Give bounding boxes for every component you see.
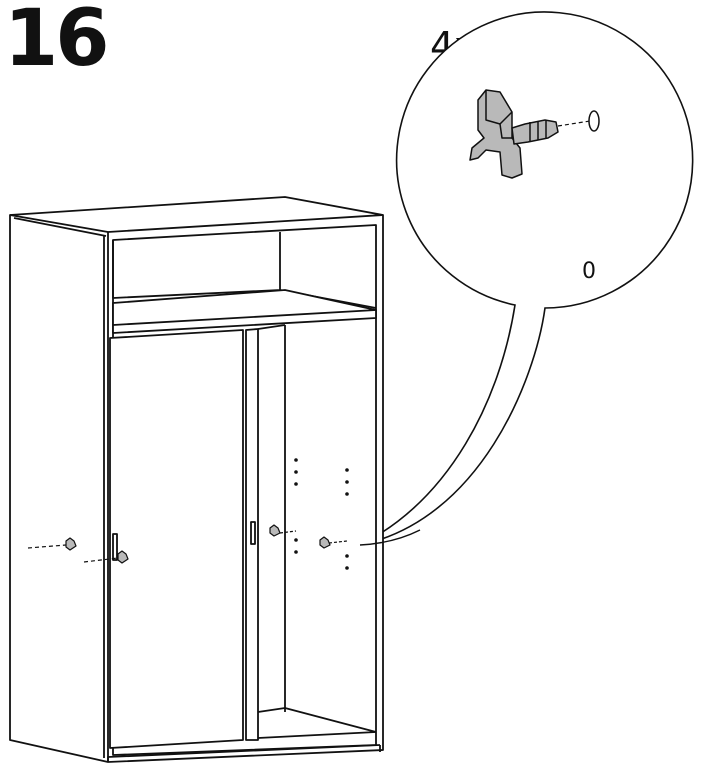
- cabinet-illustration: [9, 196, 421, 763]
- shelf-pin-icon: [469, 89, 600, 179]
- step-number: 16: [4, 0, 110, 84]
- zoom-callout-icon: [359, 11, 694, 546]
- hole-label: 0: [582, 259, 596, 284]
